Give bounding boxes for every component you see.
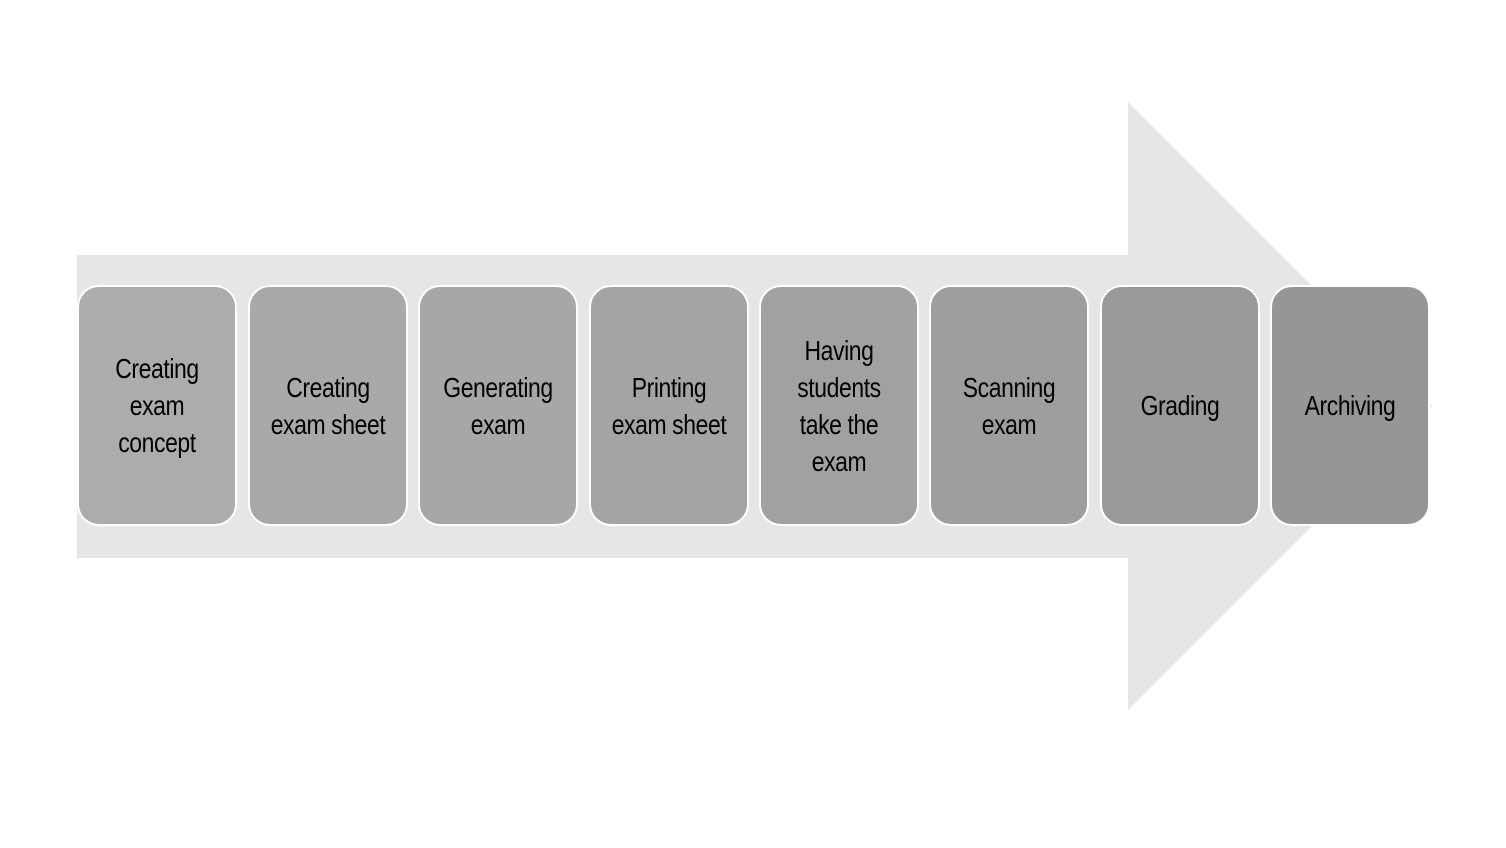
step-label: Scanning exam [962,371,1056,440]
process-steps: Creating exam concept Creating exam shee… [77,285,1433,528]
step-label: Creating exam sheet [270,371,386,440]
step-label: Creating exam concept [115,353,199,458]
step-label: Having students take the exam [797,334,881,477]
step-creating-exam-concept: Creating exam concept [77,285,237,526]
arrow-body [77,102,1432,710]
step-label: Grading [1140,390,1220,421]
step-having-students-take-exam: Having students take the exam [759,285,919,526]
step-printing-exam-sheet: Printing exam sheet [589,285,749,526]
step-label: Generating exam [443,371,553,440]
step-label: Archiving [1304,390,1396,421]
step-label: Printing exam sheet [611,371,727,440]
step-generating-exam: Generating exam [418,285,578,526]
step-creating-exam-sheet: Creating exam sheet [248,285,408,526]
step-scanning-exam: Scanning exam [929,285,1089,526]
step-archiving: Archiving [1270,285,1430,526]
step-grading: Grading [1100,285,1260,526]
